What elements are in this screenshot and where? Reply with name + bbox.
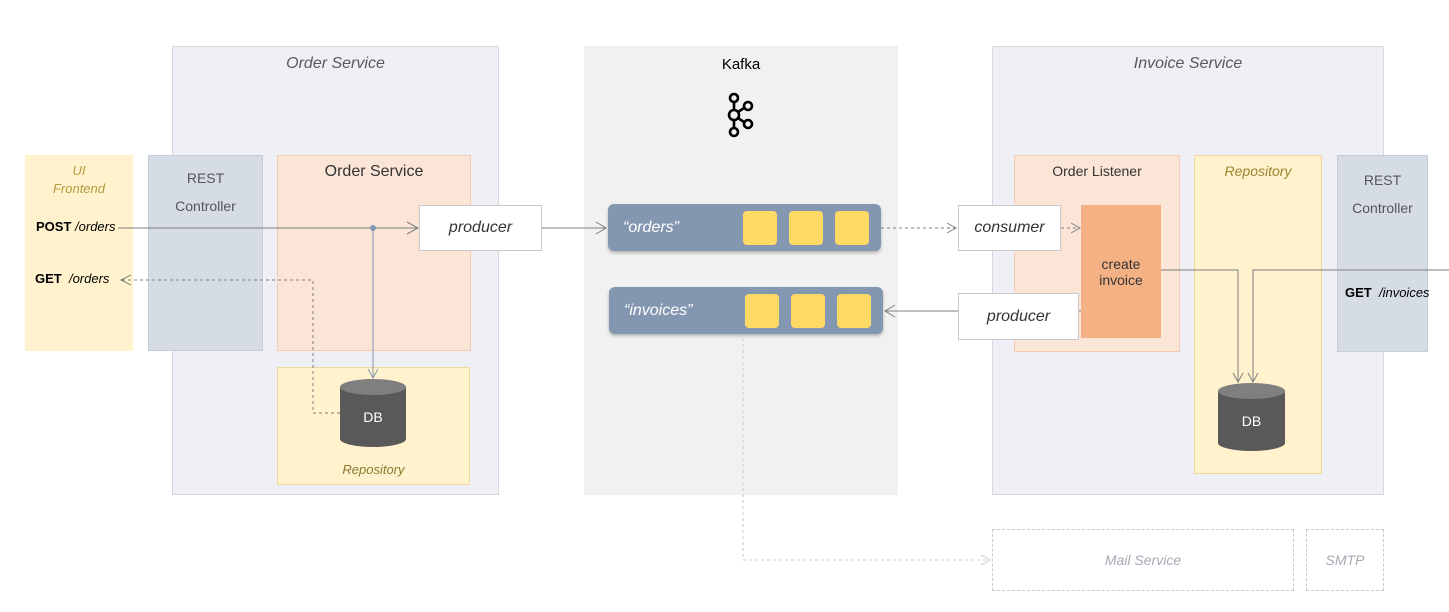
order-rest-line1: REST — [186, 170, 225, 186]
invoice-repository-label: Repository — [1224, 163, 1292, 179]
topic-orders-name: “orders” — [623, 218, 680, 236]
topic-orders: “orders” — [608, 204, 881, 251]
arrowhead — [946, 222, 958, 234]
invoice-service-title: Invoice Service — [1133, 55, 1243, 72]
order-repository-label: Repository — [342, 462, 405, 477]
get-invoices-method: GET — [1345, 285, 1372, 300]
create-invoice-box: create invoice — [1081, 205, 1161, 338]
message — [745, 294, 779, 328]
get-invoices-label: GET /invoices — [1345, 285, 1430, 300]
order-service-inner-title: Order Service — [324, 163, 424, 180]
order-db-icon — [340, 379, 406, 447]
message — [791, 294, 825, 328]
order-listener-title: Order Listener — [1052, 163, 1142, 179]
create-invoice-line1: create — [1101, 255, 1141, 272]
invoice-rest-line1: REST — [1363, 172, 1402, 188]
smtp-box: SMTP — [1306, 529, 1384, 591]
post-method: POST — [36, 219, 72, 234]
arrowhead — [980, 554, 992, 566]
get-orders-label: GET /orders — [35, 271, 109, 286]
ui-frontend-label-2: Frontend — [52, 181, 106, 196]
kafka-logo-icon — [724, 92, 758, 138]
order-producer-box: producer — [419, 205, 542, 251]
message — [789, 211, 823, 245]
get-path: /orders — [68, 271, 110, 286]
message — [835, 211, 869, 245]
invoice-rest-line2: Controller — [1352, 200, 1413, 216]
post-orders-label: POST /orders — [36, 219, 116, 234]
ui-frontend-box — [25, 155, 133, 351]
message — [837, 294, 871, 328]
consumer-box: consumer — [958, 205, 1061, 251]
order-rest-controller: REST Controller — [148, 155, 263, 351]
order-db-label: DB — [363, 409, 383, 425]
ui-frontend-label-1: UI — [72, 163, 86, 178]
post-path: /orders — [75, 219, 116, 234]
topic-invoices-name: “invoices” — [624, 301, 693, 319]
get-method: GET — [35, 271, 62, 286]
topic-invoices: “invoices” — [609, 287, 883, 334]
invoice-db-label: DB — [1241, 413, 1262, 429]
invoice-rest-controller: REST Controller — [1337, 155, 1428, 352]
order-service-inner — [277, 155, 471, 351]
kafka-title: Kafka — [721, 56, 761, 73]
invoice-producer-box: producer — [958, 293, 1079, 340]
create-invoice-line2: invoice — [1099, 271, 1143, 288]
invoice-db-icon — [1218, 383, 1285, 451]
message — [743, 211, 777, 245]
mail-service-box: Mail Service — [992, 529, 1294, 591]
order-service-title: Order Service — [286, 55, 385, 72]
get-invoices-path: /invoices — [1378, 285, 1430, 300]
order-rest-line2: Controller — [175, 198, 236, 214]
